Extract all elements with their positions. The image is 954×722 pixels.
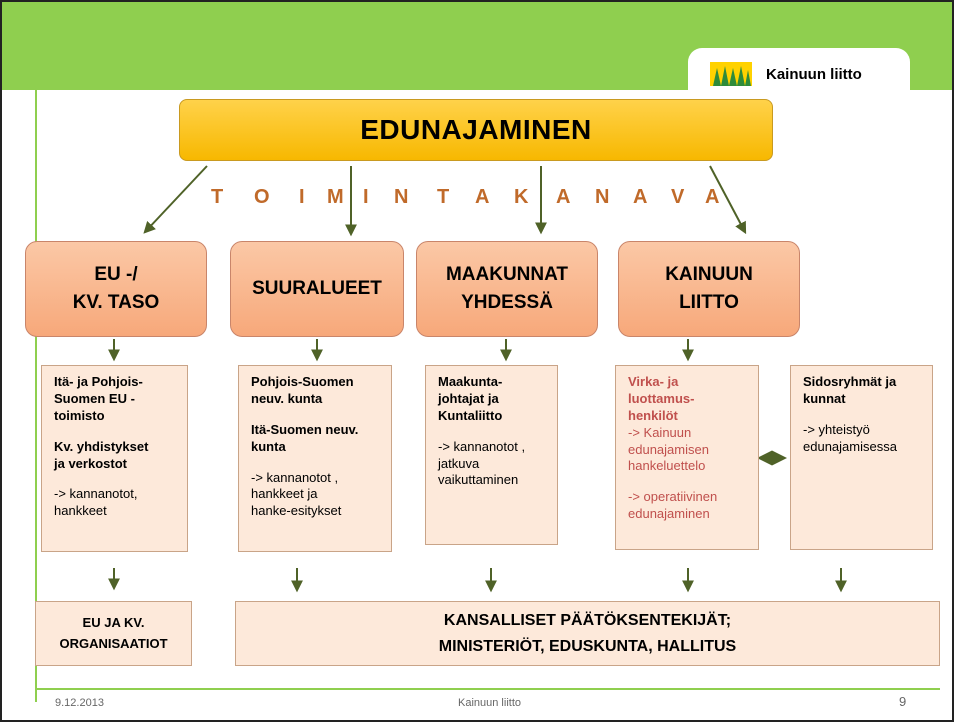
channel-letter: A bbox=[633, 186, 648, 208]
detail-box-maakunnat: Maakunta- johtajat ja Kuntaliitto -> kan… bbox=[425, 365, 558, 545]
channel-letter: I bbox=[363, 186, 369, 208]
channel-letter: V bbox=[671, 186, 685, 208]
footer-accent-line bbox=[35, 688, 940, 690]
bottom-box-eu-organisations: EU JA KV. ORGANISAATIOT bbox=[35, 601, 192, 666]
footer-organisation: Kainuun liitto bbox=[458, 697, 521, 709]
detail-sidos-cooperation: -> yhteistyö edunajamisessa bbox=[803, 421, 897, 454]
bottom-box-national-decision-makers: KANSALLISET PÄÄTÖKSENTEKIJÄT; MINISTERIÖ… bbox=[235, 601, 940, 666]
detail-box-eu: Itä- ja Pohjois- Suomen EU - toimisto Kv… bbox=[41, 365, 188, 552]
detail-eu-outputs: -> kannanotot, hankkeet bbox=[54, 486, 138, 519]
level-box-maakunnat: MAAKUNNAT YHDESSÄ bbox=[416, 241, 598, 337]
channel-letter: A bbox=[705, 186, 720, 208]
channel-letter: A bbox=[556, 186, 571, 208]
channel-letter: T bbox=[437, 186, 450, 208]
level-box-kainuun-liitto: KAINUUN LIITTO bbox=[618, 241, 800, 337]
detail-kainuu-officials: Virka- ja luottamus- henkilöt bbox=[628, 374, 695, 423]
detail-sidos-groups: Sidosryhmät ja kunnat bbox=[803, 374, 897, 406]
detail-suur-outputs: -> kannanotot , hankkeet ja hanke-esityk… bbox=[251, 469, 342, 519]
page-number: 9 bbox=[899, 694, 907, 709]
level-box-suuralueet: SUURALUEET bbox=[230, 241, 404, 337]
channel-letter: T bbox=[211, 186, 224, 208]
detail-maak-outputs: -> kannanotot , jatkuva vaikuttaminen bbox=[438, 438, 526, 488]
detail-maak-leaders: Maakunta- johtajat ja Kuntaliitto bbox=[438, 374, 503, 423]
channel-letter: N bbox=[595, 186, 610, 208]
level-box-eu: EU -/ KV. TASO bbox=[25, 241, 207, 337]
logo-text: Kainuun liitto bbox=[766, 65, 862, 83]
detail-box-kainuun-liitto: Virka- ja luottamus- henkilöt -> Kainuun… bbox=[615, 365, 759, 550]
detail-eu-office: Itä- ja Pohjois- Suomen EU - toimisto bbox=[54, 374, 143, 423]
detail-eu-networks: Kv. yhdistykset ja verkostot bbox=[54, 438, 149, 471]
detail-box-suuralueet: Pohjois-Suomen neuv. kunta Itä-Suomen ne… bbox=[238, 365, 392, 552]
spruce-logo-icon bbox=[710, 62, 752, 86]
channel-letter: K bbox=[514, 186, 529, 208]
left-accent-line bbox=[35, 90, 37, 702]
detail-suur-east: Itä-Suomen neuv. kunta bbox=[251, 421, 359, 454]
title-box: EDUNAJAMINEN bbox=[179, 99, 773, 161]
detail-kainuu-operative: -> operatiivinen edunajaminen bbox=[628, 489, 718, 522]
channel-letter: I bbox=[299, 186, 305, 208]
footer-date: 9.12.2013 bbox=[55, 697, 104, 709]
detail-kainuu-list: -> Kainuun edunajamisen hankeluettelo bbox=[628, 424, 709, 474]
detail-box-sidosryhmat: Sidosryhmät ja kunnat -> yhteistyö eduna… bbox=[790, 365, 933, 550]
logo: Kainuun liitto bbox=[688, 48, 910, 100]
channel-letter: O bbox=[254, 186, 270, 208]
diagram-title: EDUNAJAMINEN bbox=[360, 114, 592, 145]
channel-letter: A bbox=[475, 186, 490, 208]
channel-letter: M bbox=[327, 186, 344, 208]
detail-suur-north: Pohjois-Suomen neuv. kunta bbox=[251, 374, 354, 406]
channel-letter: N bbox=[394, 186, 409, 208]
